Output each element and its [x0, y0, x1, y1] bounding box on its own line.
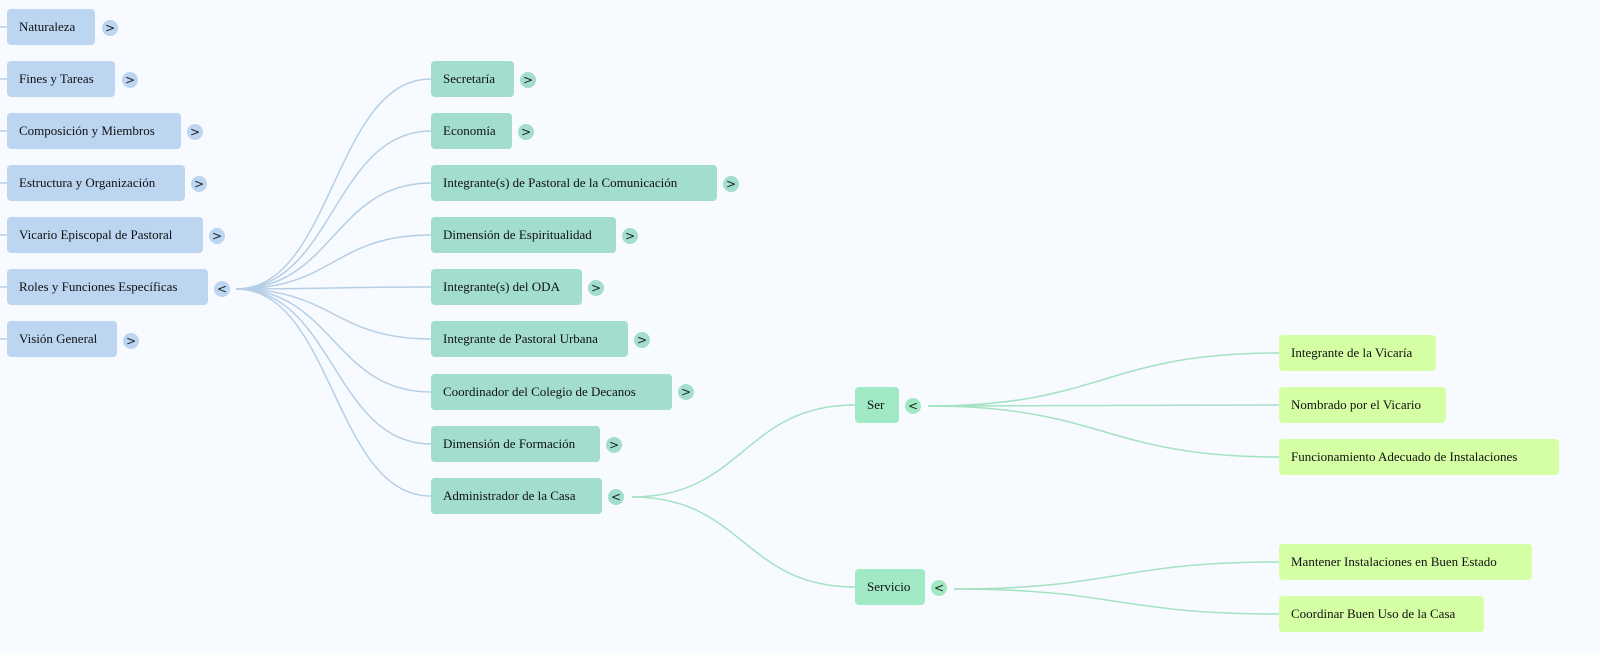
expand-toggle-urbana[interactable]: >: [634, 332, 650, 348]
link-servicio-child-1: [953, 588, 1280, 615]
node-integrante-vicaria[interactable]: Integrante de la Vicaría: [1279, 335, 1436, 371]
node-coordinador-decanos[interactable]: Coordinador del Colegio de Decanos: [431, 374, 672, 410]
node-integrantes-oda[interactable]: Integrante(s) del ODA: [431, 269, 582, 305]
node-naturaleza[interactable]: Naturaleza: [7, 9, 95, 45]
expand-toggle-estructura[interactable]: >: [191, 176, 207, 192]
link-roles-child-6: [235, 288, 432, 393]
node-funcionamiento-instalaciones[interactable]: Funcionamiento Adecuado de Instalaciones: [1279, 439, 1559, 475]
expand-toggle-economia[interactable]: >: [518, 124, 534, 140]
node-pastoral-urbana[interactable]: Integrante de Pastoral Urbana: [431, 321, 628, 357]
node-estructura-y-organizacion[interactable]: Estructura y Organización: [7, 165, 185, 201]
collapse-toggle-administrador[interactable]: <: [608, 489, 624, 505]
link-roles-child-2: [235, 182, 432, 290]
expand-toggle-decanos[interactable]: >: [678, 384, 694, 400]
node-vicario-episcopal[interactable]: Vicario Episcopal de Pastoral: [7, 217, 203, 253]
node-composicion-y-miembros[interactable]: Composición y Miembros: [7, 113, 181, 149]
expand-toggle-espiritualidad[interactable]: >: [622, 228, 638, 244]
collapse-toggle-roles[interactable]: <: [214, 281, 230, 297]
link-roles-child-1: [235, 130, 432, 290]
link-admin-ser: [631, 404, 856, 498]
node-secretaria[interactable]: Secretaría: [431, 61, 514, 97]
expand-toggle-fines[interactable]: >: [122, 72, 138, 88]
node-economia[interactable]: Economía: [431, 113, 512, 149]
collapse-toggle-ser[interactable]: <: [905, 398, 921, 414]
link-roles-child-4: [235, 286, 432, 290]
expand-toggle-oda[interactable]: >: [588, 280, 604, 296]
expand-toggle-vicario[interactable]: >: [209, 228, 225, 244]
link-roles-child-3: [235, 234, 432, 290]
node-dimension-formacion[interactable]: Dimensión de Formación: [431, 426, 600, 462]
node-coordinar-uso-casa[interactable]: Coordinar Buen Uso de la Casa: [1279, 596, 1484, 632]
link-ser-child-0: [927, 352, 1280, 407]
collapse-toggle-servicio[interactable]: <: [931, 580, 947, 596]
expand-toggle-composicion[interactable]: >: [187, 124, 203, 140]
link-servicio-child-0: [953, 561, 1280, 590]
expand-toggle-naturaleza[interactable]: >: [102, 20, 118, 36]
link-roles-child-7: [235, 288, 432, 445]
link-roles-child-5: [235, 288, 432, 340]
node-vision-general[interactable]: Visión General: [7, 321, 117, 357]
link-roles-child-8: [235, 288, 432, 497]
expand-toggle-comunicacion[interactable]: >: [723, 176, 739, 192]
node-ser[interactable]: Ser: [855, 387, 899, 423]
expand-toggle-secretaria[interactable]: >: [520, 72, 536, 88]
node-dimension-espiritualidad[interactable]: Dimensión de Espiritualidad: [431, 217, 616, 253]
node-servicio[interactable]: Servicio: [855, 569, 925, 605]
link-ser-child-1: [927, 404, 1280, 407]
node-fines-y-tareas[interactable]: Fines y Tareas: [7, 61, 115, 97]
node-nombrado-vicario[interactable]: Nombrado por el Vicario: [1279, 387, 1446, 423]
expand-toggle-vision[interactable]: >: [123, 333, 139, 349]
link-ser-child-2: [927, 405, 1280, 458]
node-pastoral-comunicacion[interactable]: Integrante(s) de Pastoral de la Comunica…: [431, 165, 717, 201]
node-mantener-instalaciones[interactable]: Mantener Instalaciones en Buen Estado: [1279, 544, 1532, 580]
expand-toggle-formacion[interactable]: >: [606, 437, 622, 453]
link-roles-child-0: [235, 78, 432, 290]
node-roles-y-funciones[interactable]: Roles y Funciones Específicas: [7, 269, 208, 305]
node-administrador-casa[interactable]: Administrador de la Casa: [431, 478, 602, 514]
link-admin-servicio: [631, 496, 856, 588]
